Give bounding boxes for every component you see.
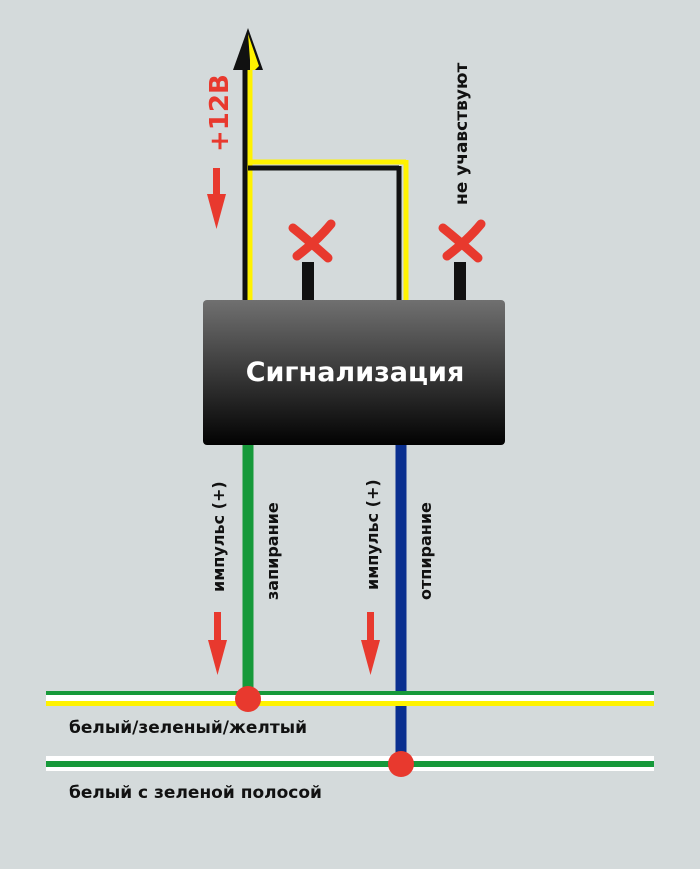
bus1-label: белый/зеленый/желтый xyxy=(69,718,307,738)
bus-white-green-stripe xyxy=(46,756,654,771)
alarm-unit-title: Сигнализация xyxy=(246,357,465,388)
bus2-label: белый с зеленой полосой xyxy=(69,783,322,803)
arrow-down-icon xyxy=(361,612,380,675)
power-wire xyxy=(233,28,263,300)
unused-wire-2 xyxy=(454,262,466,302)
connection-dot-icon xyxy=(235,686,261,712)
alarm-unit: Сигнализация xyxy=(203,300,505,445)
unused-wire-1 xyxy=(302,262,314,302)
not-involved-label: не учавствуют xyxy=(452,63,472,205)
arrow-down-icon xyxy=(208,612,227,675)
pulse-lock-label: импульс (+) xyxy=(209,481,228,592)
connection-dot-icon xyxy=(388,751,414,777)
power-label: +12В xyxy=(205,74,235,152)
cross-icon xyxy=(438,219,486,263)
lock-label: запирание xyxy=(263,502,282,600)
cross-icon xyxy=(288,219,336,263)
pulse-unlock-label: импульс (+) xyxy=(363,479,382,590)
unlock-label: отпирание xyxy=(416,502,435,600)
power-wire-arrowhead-icon xyxy=(233,28,263,70)
arrow-down-icon xyxy=(207,168,226,229)
loop-wire xyxy=(248,159,409,300)
bus-white-green-yellow xyxy=(46,691,654,706)
